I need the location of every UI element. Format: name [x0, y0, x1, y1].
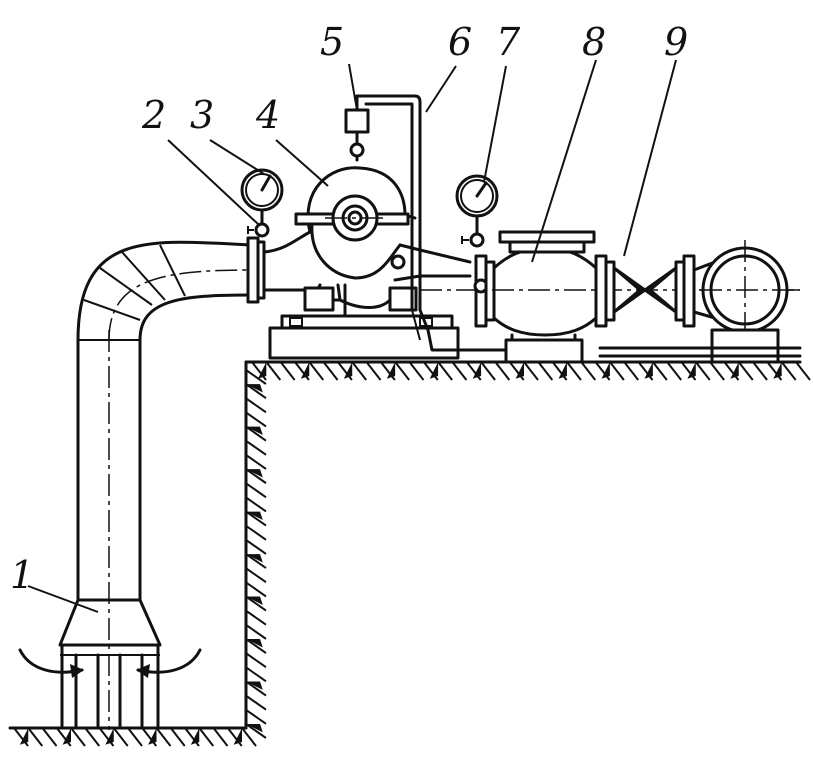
centrifugal-pump [268, 166, 472, 360]
label-1: 1 [10, 553, 34, 597]
priming-pipe [344, 94, 522, 352]
check-valve [420, 230, 800, 364]
vacuum-gauge [240, 168, 284, 238]
label-4: 4 [255, 93, 280, 137]
label-6: 6 [448, 20, 472, 64]
leader-lines [27, 59, 677, 613]
label-8: 8 [582, 20, 606, 64]
suction-pipe [76, 240, 252, 730]
suction-flange [246, 230, 314, 304]
ground-hatching-top [251, 361, 811, 381]
pressure-main-pipe [598, 240, 802, 364]
label-3: 3 [190, 93, 214, 137]
ground-hatching-wall [245, 369, 267, 739]
ground [8, 360, 811, 747]
ground-hatching-bottom [13, 727, 257, 747]
gate-valve [594, 254, 696, 328]
label-5: 5 [320, 20, 344, 64]
label-2: 2 [141, 93, 166, 137]
label-7: 7 [496, 20, 521, 64]
strainer [18, 598, 202, 730]
label-9: 9 [664, 20, 688, 64]
pressure-gauge [455, 174, 499, 248]
